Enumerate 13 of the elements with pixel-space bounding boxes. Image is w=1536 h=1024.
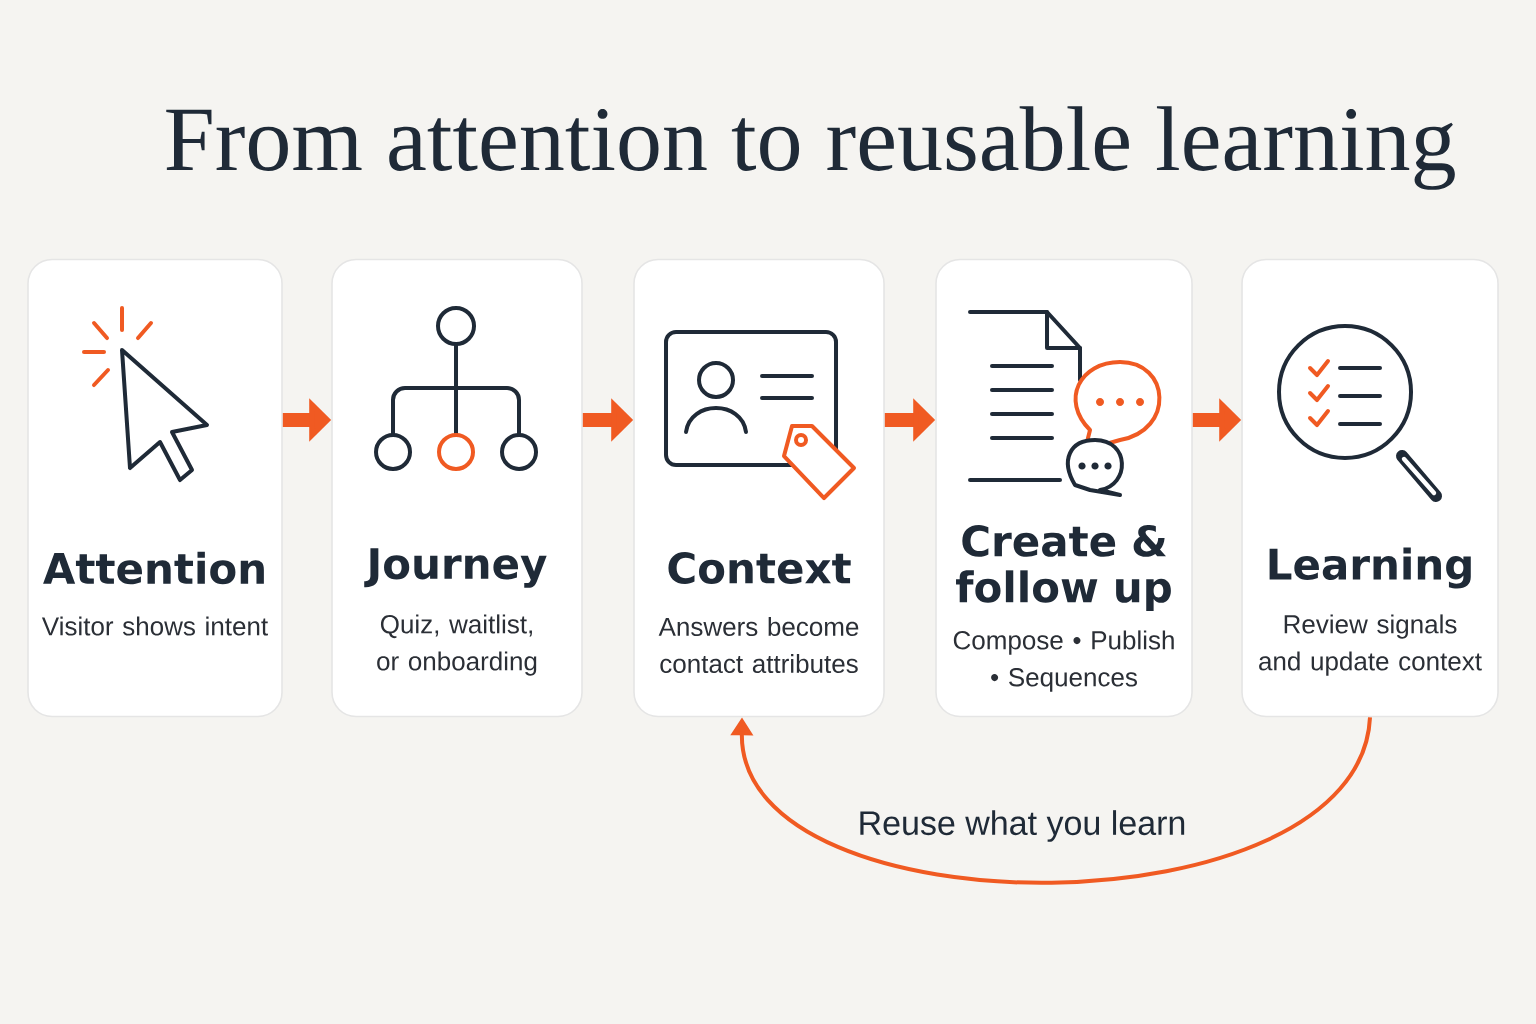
card-description: Quiz, waitlist, or onboarding [377,614,537,676]
title: From attention to reusable learning [166,106,1455,190]
card-description: Visitor shows intent [41,616,268,636]
card-description: Answers become contact attributes [658,616,859,674]
card-heading: Journey [364,548,547,588]
card-description: Compose • Publish • Sequences [953,630,1174,692]
card-heading: Attention [43,551,264,585]
arrow [730,716,1372,885]
card-heading: Create & follow up [956,525,1171,611]
edge-label: Reuse what you learn [853,806,1191,846]
card-description: Review signals and update context [1259,614,1482,676]
card-heading: Learning [1269,547,1471,589]
card-heading: Context [668,552,851,584]
